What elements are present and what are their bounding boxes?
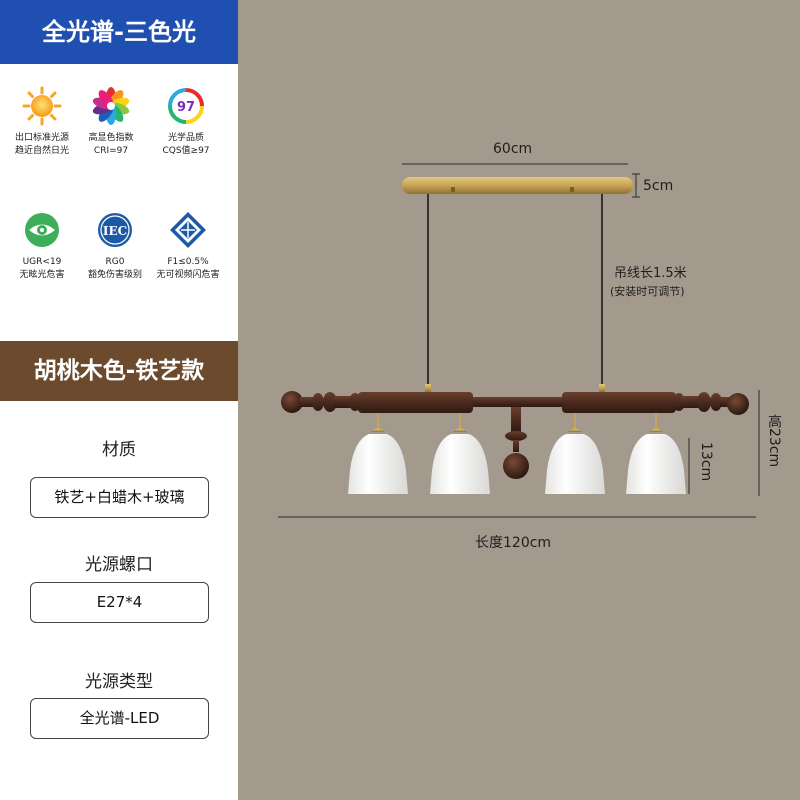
spec-sidebar: 全光谱-三色光 出口标准光源 趋近自然日光: [0, 0, 238, 800]
glass-shade-1: [348, 413, 408, 494]
socket-value: E27*4: [30, 582, 209, 623]
glass-shade-2: [430, 413, 490, 494]
light-type-label: 光源类型: [85, 672, 153, 692]
spec-cqs: 97 光学品质 CQS值≥97: [146, 86, 226, 158]
iec-icon: IEC: [98, 213, 132, 247]
cqs-97-icon: 97: [168, 88, 204, 124]
sun-icon: [22, 86, 62, 126]
total-length-label: 长度120cm: [475, 535, 552, 551]
spec-line1: UGR<19: [22, 257, 62, 267]
pendant-lamp-illustration: [278, 163, 760, 518]
spec-line2: 豁免伤害级别: [87, 270, 142, 280]
spec-line2: CQS值≥97: [162, 146, 210, 156]
spec-line1: 出口标准光源: [14, 133, 69, 143]
svg-text:97: 97: [177, 100, 195, 115]
canopy-height-label: 5cm: [643, 178, 674, 194]
spec-line2: 趋近自然日光: [14, 146, 69, 156]
canopy-width-label: 60cm: [493, 141, 533, 157]
left-wood-arm: [281, 391, 473, 413]
material-label: 材质: [102, 440, 136, 460]
cable-adjustable-note: (安装时可调节): [610, 285, 685, 298]
spec-rg0: IEC RG0 豁免伤害级别: [75, 210, 155, 282]
glass-shade-4: [626, 413, 686, 494]
socket-label: 光源螺口: [85, 555, 153, 575]
ceiling-canopy: [402, 177, 633, 194]
spec-line1: 光学品质: [167, 133, 204, 143]
flicker-badge-icon: [170, 212, 206, 248]
dimension-lines: [278, 163, 760, 518]
suspension-cables: [427, 194, 603, 392]
spec-line1: 高显色指数: [88, 133, 134, 143]
cable-length-label: 吊线长1.5米: [614, 266, 687, 281]
spec-cri: 高显色指数 CRI=97: [71, 86, 151, 158]
light-type-value: 全光谱-LED: [30, 698, 209, 739]
spec-line2: 无眩光危害: [19, 270, 65, 280]
center-finial: [503, 407, 529, 479]
spec-line1: RG0: [105, 257, 125, 267]
center-rod: [338, 397, 702, 407]
spec-flicker: F1≤0.5% 无可视频闪危害: [148, 210, 228, 282]
svg-text:IEC: IEC: [103, 224, 127, 238]
eye-icon: [25, 213, 59, 247]
glass-shade-3: [545, 413, 605, 494]
total-height-label: 高23cm: [766, 414, 782, 468]
spec-line2: 无可视频闪危害: [156, 270, 220, 280]
spec-line1: F1≤0.5%: [167, 257, 209, 267]
product-stage: 60cm 5cm 吊线长1.5米 (安装时可调节) 高23cm 13cm 长度1…: [238, 0, 800, 800]
spec-line2: CRI=97: [93, 146, 129, 156]
walnut-style-header: 胡桃木色-铁艺款: [0, 341, 238, 401]
material-value: 铁艺+白蜡木+玻璃: [30, 477, 209, 518]
full-spectrum-header: 全光谱-三色光: [0, 0, 238, 64]
spec-ugr: UGR<19 无眩光危害: [2, 210, 82, 282]
color-wheel-icon: [92, 87, 130, 125]
spec-natural-light: 出口标准光源 趋近自然日光: [2, 86, 82, 158]
shade-height-label: 13cm: [698, 442, 714, 482]
right-wood-arm: [562, 392, 749, 415]
